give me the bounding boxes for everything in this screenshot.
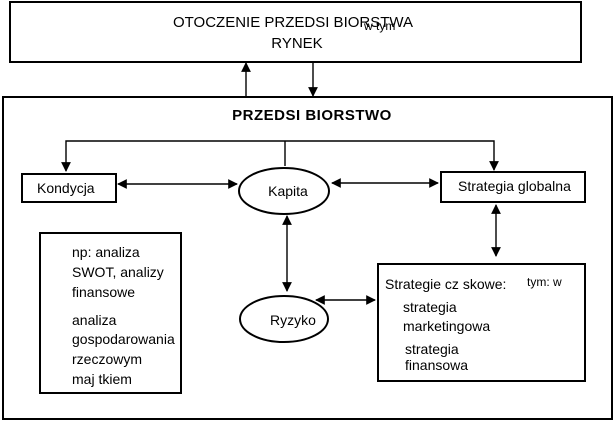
enterprise-title: PRZEDSI BIORSTWO [232,107,392,124]
analysis-line-5: gospodarowania [72,331,175,347]
strategia-globalna-label: Strategia globalna [458,178,571,194]
environment-line-2: RYNEK [271,35,322,52]
kondycja-label: Kondycja [37,180,95,196]
analysis-line-1: np: analiza [72,244,140,260]
strategies-overlay: tym: w [527,275,562,289]
strategies-item-4: finansowa [405,357,468,373]
bracket-to-kondycja [61,140,285,172]
kondycja-box [21,173,117,203]
analysis-line-4: analiza [72,312,117,328]
kapital-ellipse [238,167,330,215]
analysis-line-2: SWOT, analizy [72,264,164,280]
environment-box [9,1,582,63]
ryzyko-label: Ryzyko [270,312,316,328]
strategies-item-1: strategia [403,299,457,315]
environment-overlay: w tym [363,19,395,33]
strategies-item-2: marketingowa [403,318,490,334]
analysis-box [39,232,182,394]
analysis-line-6: rzeczowym [72,351,142,367]
strategies-title: Strategie cz skowe: [385,276,506,292]
analysis-line-3: finansowe [72,284,135,300]
environment-line-1: OTOCZENIE PRZEDSI BIORSTWA [173,14,413,31]
ryzyko-ellipse [239,295,329,343]
strategies-box [377,263,586,382]
strategia-globalna-box [440,171,586,203]
bracket-to-strategia-globalna [285,140,499,171]
kapital-label: Kapita [268,183,308,199]
strategies-item-3: strategia [405,341,459,357]
analysis-line-7: maj tkiem [72,371,132,387]
